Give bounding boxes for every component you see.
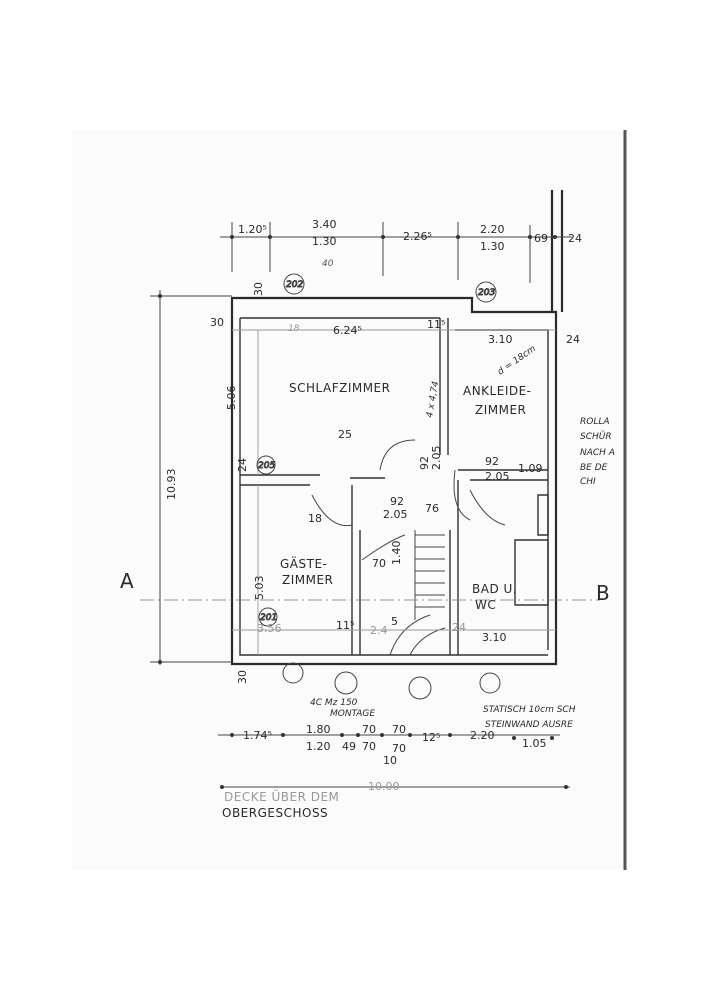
dimension-label: 6.24⁵ [333, 324, 362, 337]
window-marks: 202 203 205 201 [256, 273, 501, 700]
dimension-label: 3.56 [257, 622, 282, 635]
dimension-label: 1.20⁵ [238, 223, 267, 236]
dimension-label: 70 [362, 723, 376, 736]
dimension-label: 3.10 [488, 333, 513, 346]
door-swings [311, 439, 506, 561]
dimension-label: 30 [210, 316, 224, 329]
dimension-label: 1.05 [522, 737, 547, 750]
room-ankleide-2: ZIMMER [475, 403, 526, 417]
dimension-label: 10 [383, 754, 397, 767]
dimension-label: 24 [236, 458, 249, 472]
room-bad-1: BAD U. [472, 582, 517, 596]
dimension-label: 25 [338, 428, 352, 441]
bath-fixture [537, 494, 549, 536]
room-bad-2: WC [475, 598, 496, 612]
dimension-label: 12⁵ [422, 731, 440, 744]
dimension-label: 205 [258, 461, 275, 471]
top-dimension-labels: 1.20⁵ 3.40 1.30 2.26⁵ 2.20 1.30 69 24 40 [238, 218, 582, 269]
room-ankleide-1: ANKLEIDE- [463, 384, 532, 398]
dimension-label: 76 [425, 502, 439, 515]
dimension-label: 3.10 [482, 631, 507, 644]
dimension-label: 49 [342, 740, 356, 753]
dimension-label: 92 [418, 456, 431, 470]
section-label-b: B [596, 581, 610, 605]
plan-title: OBERGESCHOSS [222, 806, 328, 820]
dimension-label: 70 [392, 723, 406, 736]
dimension-label: NACH A [580, 448, 615, 458]
room-gaeste-1: GÄSTE- [280, 556, 327, 571]
dimension-label: 1.40 [390, 541, 403, 566]
dimension-label: 24 [568, 232, 582, 245]
dimension-label: 30 [236, 670, 249, 684]
dimension-label: 2.4 [370, 624, 388, 637]
dimension-label: 92 [390, 495, 404, 508]
dimension-label: 24 [452, 621, 466, 634]
dimension-label: 92 [485, 455, 499, 468]
dimension-label: 1.20 [306, 740, 331, 753]
dimension-label: SCHÜR [580, 431, 612, 442]
dimension-label: 1.74⁵ [243, 729, 272, 742]
left-dimension-labels: 10.93 5.06 5.03 30 30 30 24 [165, 282, 266, 684]
dimension-lines [150, 222, 572, 788]
dimension-label: MONTAGE [330, 709, 375, 719]
dimension-label: 2.05 [430, 446, 443, 471]
dimension-label: 10.00 [368, 780, 400, 793]
dimension-label: 3.40 [312, 218, 337, 231]
dimension-label: 1.09 [518, 462, 543, 475]
dimension-label: 18 [288, 324, 300, 334]
dimension-label: 5.03 [253, 576, 266, 601]
dimension-label: 11⁵ [427, 318, 445, 331]
dimension-label: 1.30 [312, 235, 337, 248]
bathtub [514, 539, 549, 606]
dimension-label: 201 [260, 613, 277, 623]
dimension-label: 2.20 [470, 729, 495, 742]
dimension-label: BE DE [580, 463, 608, 473]
room-gaeste-2: ZIMMER [282, 573, 333, 587]
dimension-label: 24 [566, 333, 580, 346]
dimension-label: 30 [252, 282, 265, 296]
dimension-label: 203 [478, 288, 495, 298]
dimension-label: 70 [392, 742, 406, 755]
dimension-dots [158, 235, 568, 789]
dimension-label: 1.80 [306, 723, 331, 736]
dimension-label: 2.20 [480, 223, 505, 236]
scan-paper [72, 130, 625, 870]
dimension-label: 70 [362, 740, 376, 753]
plan-note: DECKE ÜBER DEM [224, 788, 339, 804]
dimension-label: 2.05 [485, 470, 510, 483]
dimension-label: 5.06 [225, 386, 238, 411]
dimension-label: 11⁵ [336, 619, 354, 632]
inner-dimension-labels: 6.24⁵ 11⁵ 3.10 24 18 25 18 92 2.05 76 92… [257, 318, 580, 644]
dimension-label: 1.30 [480, 240, 505, 253]
dimension-label: 2.05 [383, 508, 408, 521]
dimension-label: 202 [286, 280, 303, 290]
dimension-label: 5 [391, 615, 398, 628]
inner-walls [240, 318, 549, 655]
dimension-label: 10.93 [165, 469, 178, 501]
dimension-label: ROLLA [580, 417, 610, 427]
dimension-label: 2.26⁵ [403, 230, 432, 243]
section-label-a: A [120, 569, 134, 593]
room-schlafzimmer: SCHLAFZIMMER [289, 381, 390, 395]
dimension-label: 70 [372, 557, 386, 570]
dimension-label: 18 [308, 512, 322, 525]
bottom-dimension-labels: 1.74⁵ 1.80 1.20 49 70 70 70 70 12⁵ 2.20 … [243, 723, 547, 793]
dimension-label: 69 [534, 232, 548, 245]
dimension-label: STATISCH 10cm SCH [483, 705, 576, 715]
dimension-label: 4C Mz 150 [310, 698, 358, 708]
dimension-label: CHI [580, 477, 596, 487]
dimension-label: 40 [322, 259, 334, 269]
dimension-label: STEINWAND AUSRE [485, 720, 573, 730]
